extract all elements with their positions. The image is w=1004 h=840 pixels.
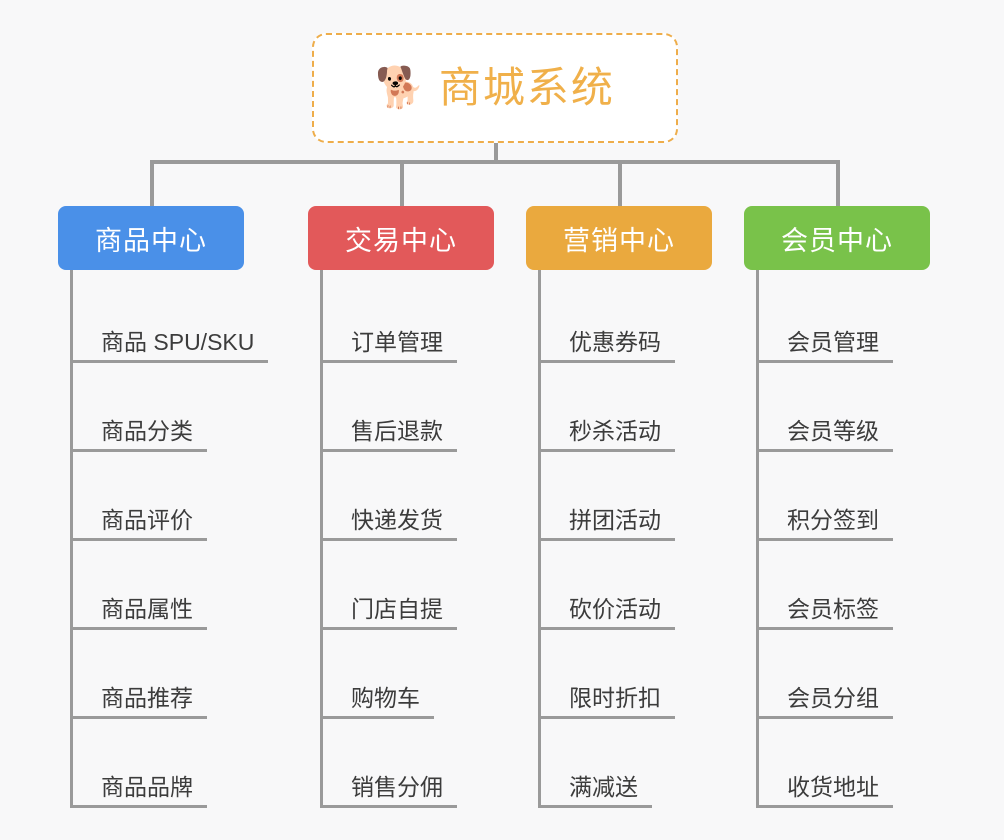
leaf-item[interactable]: 会员管理 [759, 274, 930, 363]
category-header-member-center[interactable]: 会员中心 [744, 206, 930, 270]
category-header-label: 营销中心 [563, 225, 675, 256]
leaf-label: 会员分组 [759, 685, 893, 719]
leaf-label: 拼团活动 [541, 507, 675, 541]
category-header-label: 交易中心 [345, 225, 457, 256]
leaf-item[interactable]: 优惠券码 [541, 274, 712, 363]
leaf-label: 积分签到 [759, 507, 893, 541]
leaf-label: 商品推荐 [73, 685, 207, 719]
category-column-product-center: 商品中心 商品 SPU/SKU 商品分类 商品评价 商品属性 商品推荐 商品品牌 [58, 206, 269, 808]
leaf-label: 商品评价 [73, 507, 207, 541]
leaf-item[interactable]: 会员分组 [759, 630, 930, 719]
leaf-item[interactable]: 会员标签 [759, 541, 930, 630]
leaf-label: 满减送 [541, 774, 652, 808]
leaf-label: 会员标签 [759, 596, 893, 630]
connector-root-stem [494, 143, 498, 162]
leaf-item[interactable]: 收货地址 [759, 719, 930, 808]
leaf-label: 商品分类 [73, 418, 207, 452]
leaf-stack-trade-center: 订单管理 售后退款 快递发货 门店自提 购物车 销售分佣 [320, 270, 494, 808]
leaf-label: 订单管理 [323, 329, 457, 363]
leaf-label: 售后退款 [323, 418, 457, 452]
leaf-label: 商品 SPU/SKU [73, 329, 269, 363]
leaf-label: 会员管理 [759, 329, 893, 363]
leaf-item[interactable]: 积分签到 [759, 452, 930, 541]
connector-horizontal-bus [150, 160, 840, 164]
leaf-item[interactable]: 商品推荐 [73, 630, 268, 719]
leaf-stack-product-center: 商品 SPU/SKU 商品分类 商品评价 商品属性 商品推荐 商品品牌 [70, 270, 269, 808]
connector-drop-trade-center [400, 160, 404, 206]
category-header-label: 商品中心 [95, 225, 207, 256]
connector-drop-product-center [150, 160, 154, 206]
root-node-title: 商城系统 [438, 64, 615, 111]
leaf-label: 快递发货 [323, 507, 457, 541]
leaf-item[interactable]: 满减送 [541, 719, 712, 808]
root-node-mall-system[interactable]: 🐕 商城系统 [312, 33, 678, 143]
leaf-label: 限时折扣 [541, 685, 675, 719]
leaf-item[interactable]: 购物车 [323, 630, 494, 719]
category-header-label: 会员中心 [781, 225, 893, 256]
leaf-item[interactable]: 秒杀活动 [541, 363, 712, 452]
category-column-trade-center: 交易中心 订单管理 售后退款 快递发货 门店自提 购物车 销售分佣 [308, 206, 494, 808]
category-header-product-center[interactable]: 商品中心 [58, 206, 244, 270]
category-column-member-center: 会员中心 会员管理 会员等级 积分签到 会员标签 会员分组 收货地址 [744, 206, 930, 808]
leaf-item[interactable]: 售后退款 [323, 363, 494, 452]
leaf-item[interactable]: 商品品牌 [73, 719, 268, 808]
leaf-item[interactable]: 会员等级 [759, 363, 930, 452]
leaf-label: 会员等级 [759, 418, 893, 452]
shiba-dog-face-icon: 🐕 [375, 66, 425, 110]
connector-drop-member-center [836, 160, 840, 206]
leaf-label: 收货地址 [759, 774, 893, 808]
leaf-item[interactable]: 拼团活动 [541, 452, 712, 541]
leaf-item[interactable]: 商品 SPU/SKU [73, 274, 269, 363]
category-header-trade-center[interactable]: 交易中心 [308, 206, 494, 270]
category-column-marketing-center: 营销中心 优惠券码 秒杀活动 拼团活动 砍价活动 限时折扣 满减送 [526, 206, 712, 808]
leaf-label: 购物车 [323, 685, 434, 719]
leaf-label: 销售分佣 [323, 774, 457, 808]
leaf-item[interactable]: 限时折扣 [541, 630, 712, 719]
leaf-item[interactable]: 砍价活动 [541, 541, 712, 630]
leaf-item[interactable]: 门店自提 [323, 541, 494, 630]
connector-drop-marketing-center [618, 160, 622, 206]
leaf-label: 砍价活动 [541, 596, 675, 630]
leaf-item[interactable]: 商品评价 [73, 452, 268, 541]
leaf-stack-member-center: 会员管理 会员等级 积分签到 会员标签 会员分组 收货地址 [756, 270, 930, 808]
leaf-label: 秒杀活动 [541, 418, 675, 452]
leaf-label: 门店自提 [323, 596, 457, 630]
category-header-marketing-center[interactable]: 营销中心 [526, 206, 712, 270]
leaf-item[interactable]: 快递发货 [323, 452, 494, 541]
leaf-item[interactable]: 商品属性 [73, 541, 268, 630]
leaf-label: 商品品牌 [73, 774, 207, 808]
leaf-label: 优惠券码 [541, 329, 675, 363]
leaf-stack-marketing-center: 优惠券码 秒杀活动 拼团活动 砍价活动 限时折扣 满减送 [538, 270, 712, 808]
leaf-item[interactable]: 销售分佣 [323, 719, 494, 808]
leaf-item[interactable]: 订单管理 [323, 274, 494, 363]
leaf-item[interactable]: 商品分类 [73, 363, 268, 452]
leaf-label: 商品属性 [73, 596, 207, 630]
